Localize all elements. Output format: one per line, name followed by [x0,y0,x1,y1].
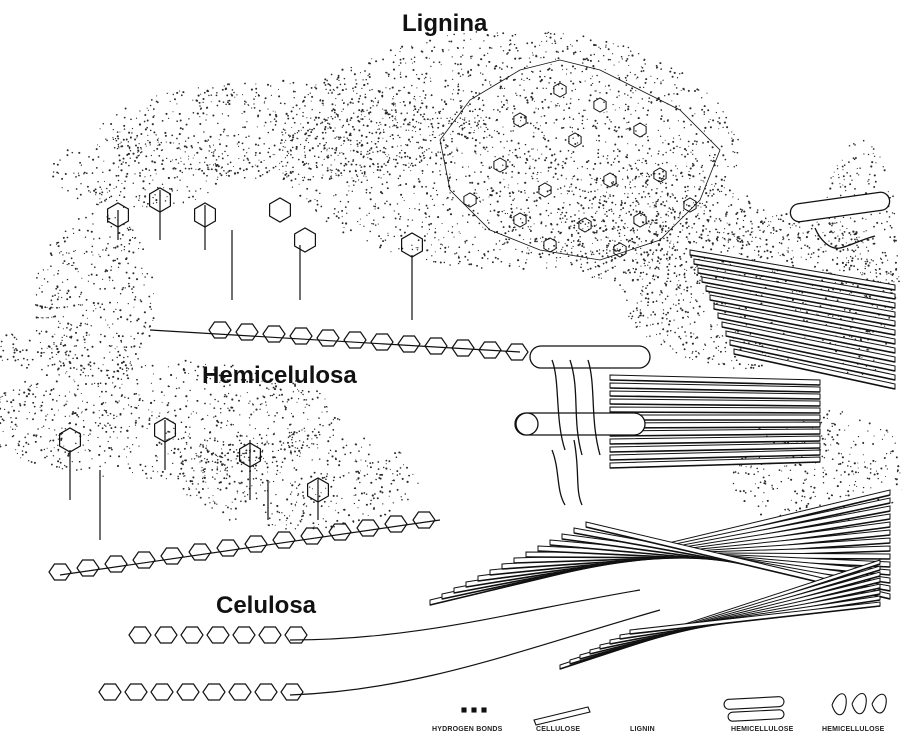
legend-symbols [462,694,886,726]
legend-hydrogen-bonds: HYDROGEN BONDS [432,726,502,733]
label-celulosa: Celulosa [216,592,316,620]
legend-cellulose: CELLULOSE [536,726,580,733]
legend-hemicellulose-rod: HEMICELLULOSE [731,726,794,733]
lignin-network [440,60,720,260]
label-lignina: Lignina [402,10,487,38]
legend-lignin: LIGNIN [630,726,655,733]
cellulose-chains [99,590,660,700]
legend-hemicellulose-coil: HEMICELLULOSE [822,726,885,733]
cellulose-microfibrils [430,250,895,669]
label-hemicelulosa: Hemicelulosa [202,362,357,390]
